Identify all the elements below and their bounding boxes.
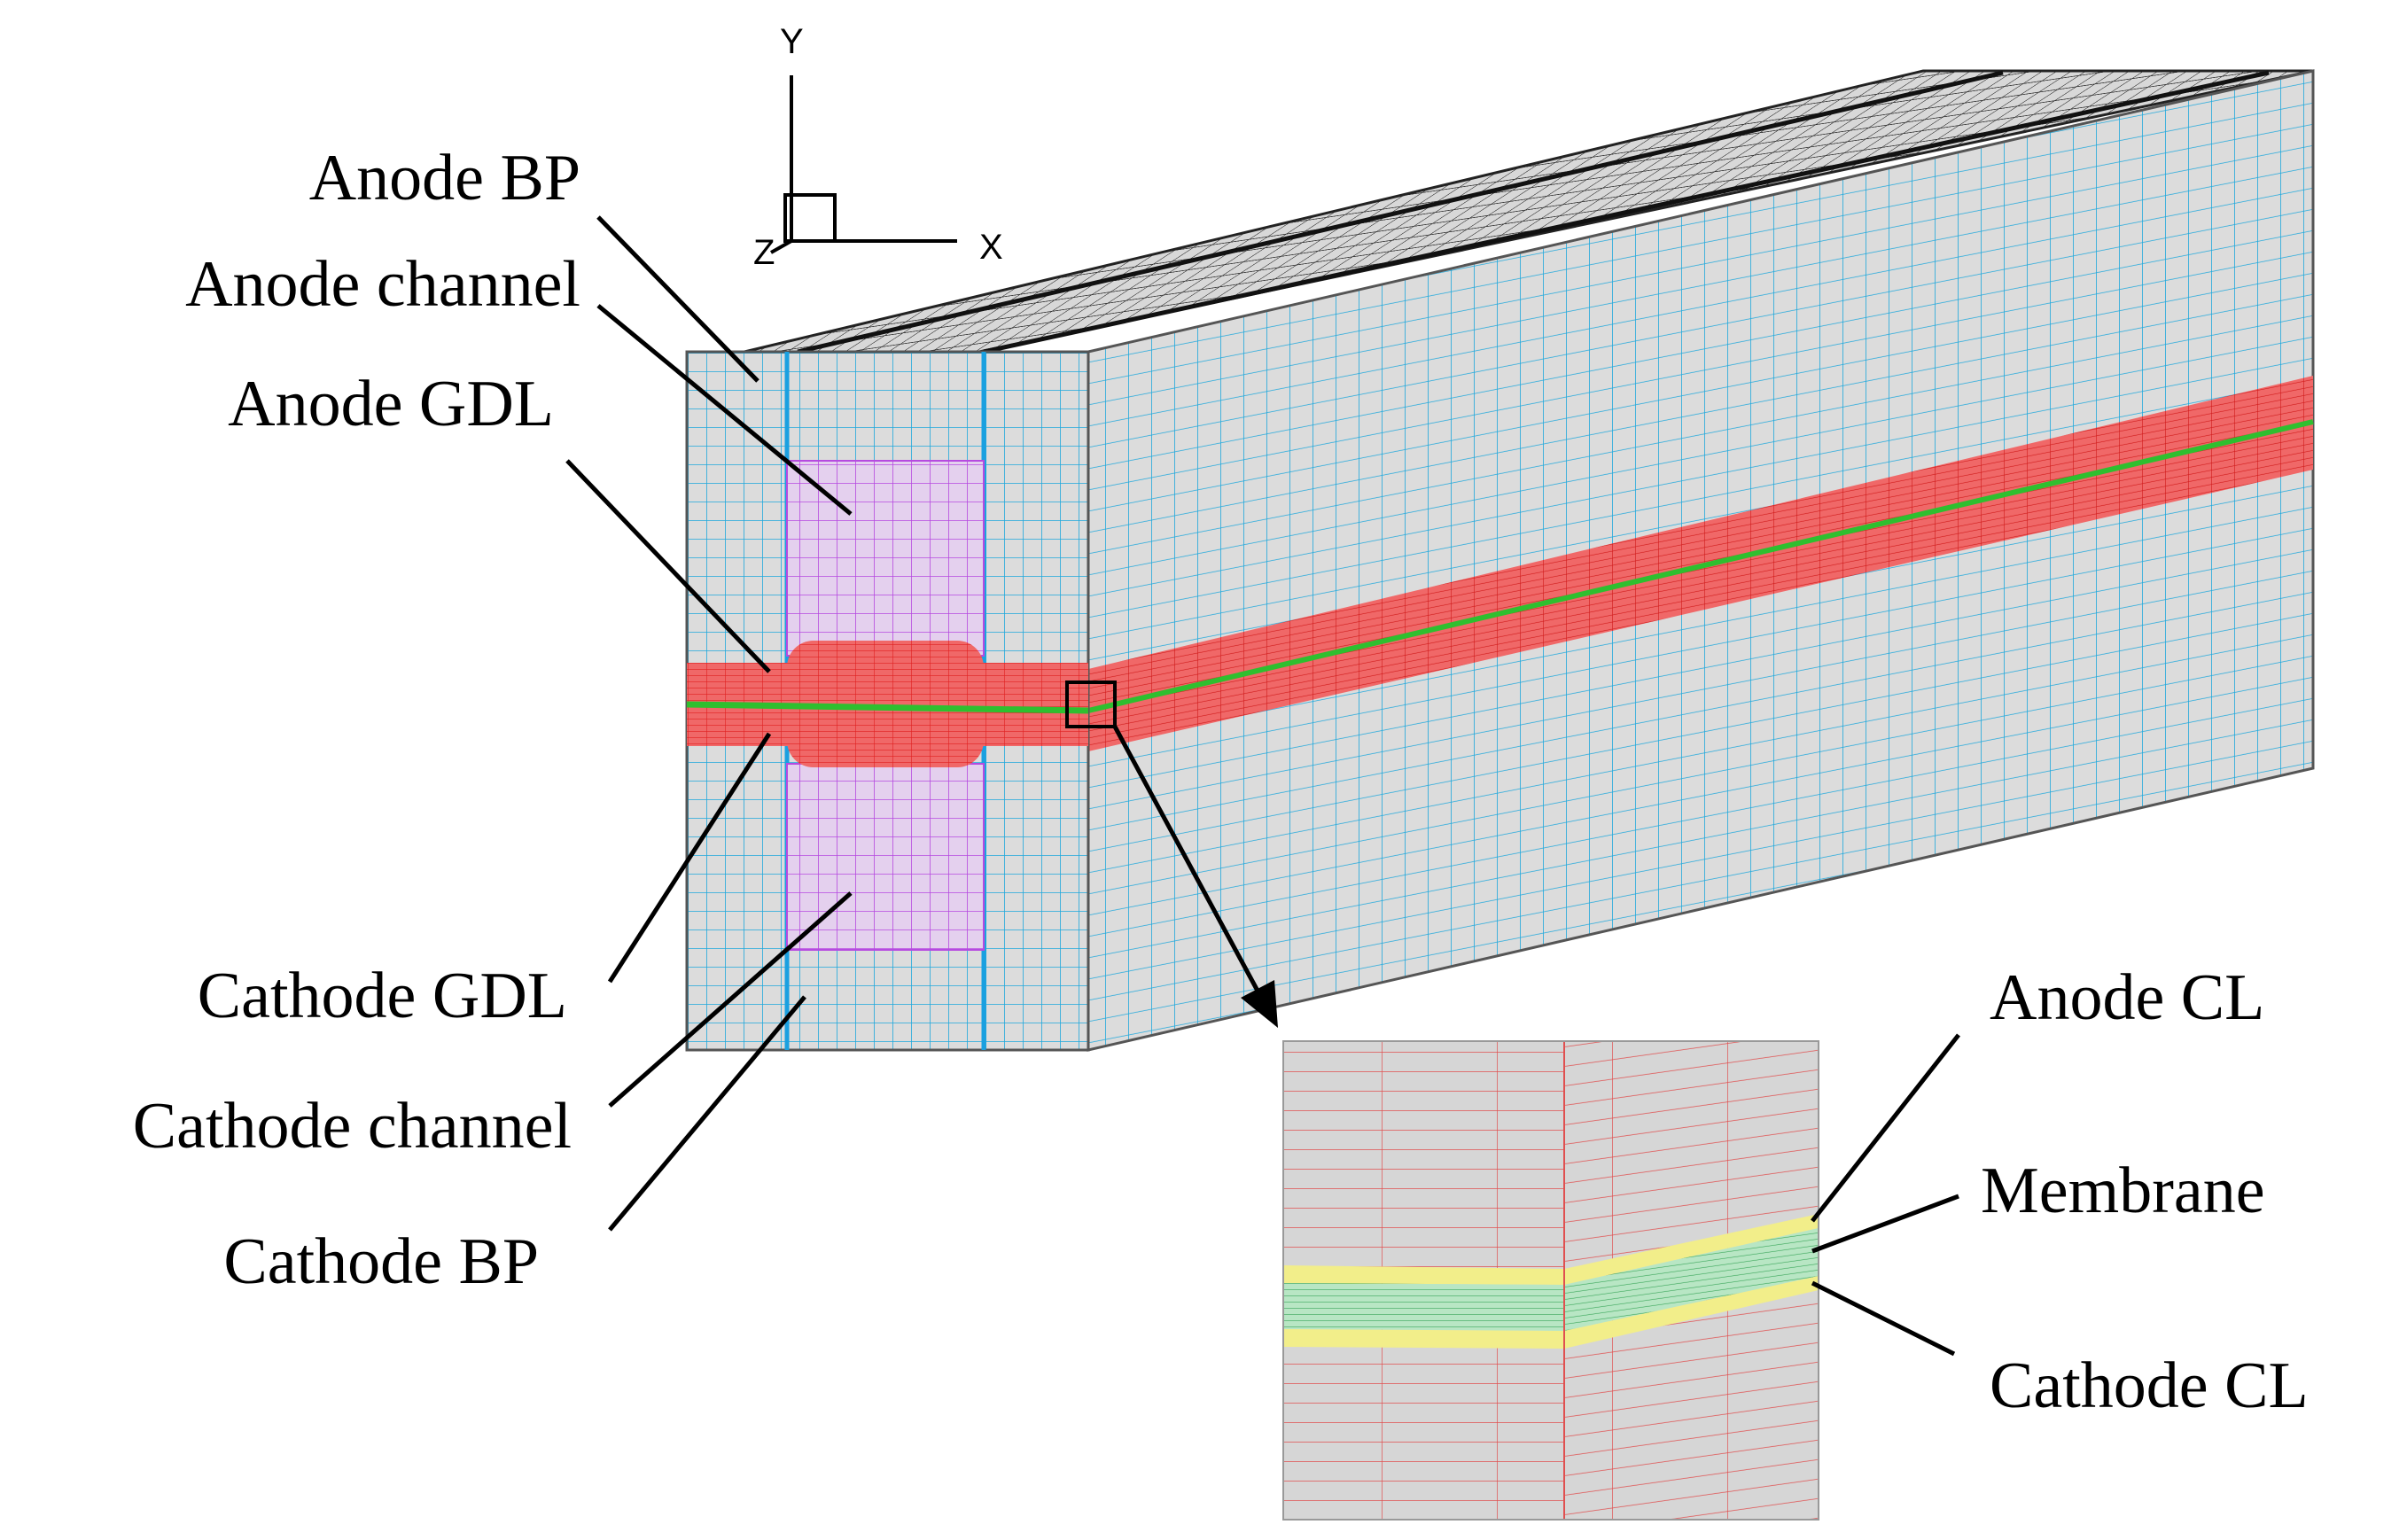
label-anode-bp: Anode BP — [309, 142, 580, 214]
zoom-arrow-line — [1112, 725, 1261, 994]
inset-anode-cl — [1283, 1214, 1819, 1285]
label-anode-cl: Anode CL — [1990, 961, 2264, 1034]
z-axis-box — [783, 193, 837, 243]
inset-cathode-cl — [1283, 1276, 1819, 1349]
label-cathode-channel: Cathode channel — [133, 1090, 572, 1163]
z-axis-line — [770, 239, 792, 254]
inset-membrane-right — [1564, 1228, 1819, 1331]
side-membrane-line — [1087, 419, 2314, 713]
zoom-box — [1065, 681, 1117, 728]
inset-zoom — [1282, 1040, 1819, 1521]
label-cathode-cl: Cathode CL — [1990, 1349, 2309, 1422]
inset-border — [1282, 1040, 1819, 1521]
leader-cathode-cl — [1811, 1280, 1956, 1357]
z-axis-label: Z — [753, 233, 775, 272]
front-membrane-line — [686, 701, 1089, 714]
top-channel-line-1 — [797, 70, 2004, 354]
label-cathode-gdl: Cathode GDL — [198, 960, 567, 1032]
zoom-arrow-head — [1241, 980, 1278, 1028]
inset-membrane-left — [1283, 1283, 1564, 1331]
label-anode-gdl: Anode GDL — [228, 368, 554, 440]
leader-cathode-channel — [608, 891, 853, 1108]
front-gdl-bulge — [787, 641, 984, 767]
leader-anode-bp — [596, 215, 759, 383]
leader-anode-channel — [596, 304, 853, 516]
top-channel-line-2 — [983, 70, 2270, 354]
label-anode-channel: Anode channel — [185, 248, 580, 321]
leader-cathode-gdl — [607, 732, 772, 984]
coordinate-axes: Y X Z — [753, 22, 1003, 272]
x-axis-label: X — [979, 228, 1003, 267]
leader-anode-gdl — [565, 459, 771, 673]
y-axis-label: Y — [780, 22, 804, 61]
leader-membrane — [1811, 1194, 1959, 1254]
label-cathode-bp: Cathode BP — [223, 1225, 539, 1298]
leader-anode-cl — [1811, 1033, 1960, 1223]
leader-cathode-bp — [608, 995, 806, 1232]
anode-channel-region — [786, 460, 985, 657]
label-membrane: Membrane — [1981, 1155, 2265, 1227]
